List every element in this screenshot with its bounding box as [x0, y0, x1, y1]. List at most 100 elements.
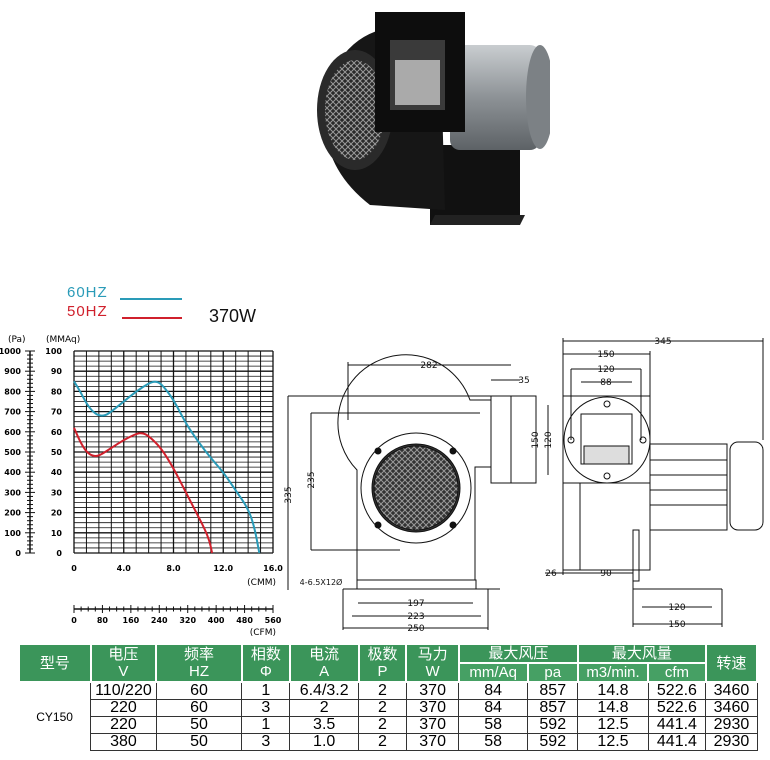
pa-tick-label: 100 [4, 529, 21, 538]
cfm-tick-label: 0 [71, 616, 77, 625]
table-cell: 857 [527, 681, 579, 700]
table-cell: 2930 [705, 733, 758, 751]
pa-tick-label: 400 [4, 468, 21, 477]
header-max-pressure: 最大风压 [457, 643, 579, 664]
header-max-flow: 最大风量 [576, 643, 707, 664]
table-cell: 370 [405, 733, 460, 751]
dim-197: 197 [407, 599, 424, 609]
table-cell: 592 [527, 716, 579, 734]
pa-tick-label: 1000 [0, 347, 21, 356]
header-speed: 转速 [704, 643, 759, 683]
table-cell: 12.5 [577, 716, 649, 734]
pa-axis-label: (Pa) [8, 335, 26, 345]
table-cell: 380 [90, 733, 157, 751]
table-cell: 60 [155, 699, 243, 717]
dim-120-vertical: 120 [544, 431, 554, 448]
cfm-tick-label: 400 [208, 616, 225, 625]
series-line-60hz [73, 380, 261, 554]
x-tick-label: 16.0 [263, 564, 283, 573]
table-cell: 370 [405, 681, 460, 700]
table-cell: 3.5 [289, 716, 360, 734]
dim-120-base: 120 [668, 603, 685, 613]
table-cell: 2 [358, 716, 407, 734]
table-cell: 522.6 [647, 699, 707, 717]
table-cell: 58 [458, 716, 529, 734]
x-tick-label: 0 [71, 564, 77, 573]
table-cell: 3 [241, 733, 291, 751]
cfm-axis-label: (CFM) [250, 628, 276, 638]
table-cell: 1.0 [289, 733, 360, 751]
pa-tick-label: 500 [4, 448, 21, 457]
table-cell: 220 [90, 716, 157, 734]
table-cell: 220 [90, 699, 157, 717]
cfm-tick-label: 560 [265, 616, 282, 625]
table-cell: 14.8 [577, 681, 649, 700]
y-tick-label: 0 [56, 549, 62, 558]
dim-90: 90 [600, 569, 612, 579]
table-cell: 50 [155, 716, 243, 734]
header-pa: pa [526, 662, 579, 683]
y-tick-label: 60 [51, 428, 63, 437]
y-tick-label: 100 [45, 347, 62, 356]
mmaq-axis-label: (MMAq) [46, 335, 80, 345]
table-cell: 58 [458, 733, 529, 751]
x-tick-label: 12.0 [213, 564, 233, 573]
table-cell: 84 [458, 681, 529, 700]
dim-150-base: 150 [668, 620, 685, 630]
mount-holes-label: 4-6.5X12Ø [300, 577, 343, 587]
legend-60hz-label: 60HZ [67, 284, 108, 301]
cfm-tick-label: 80 [97, 616, 109, 625]
dim-88: 88 [600, 378, 612, 388]
x-tick-label: 4.0 [117, 564, 132, 573]
pa-tick-label: 800 [4, 387, 21, 396]
pa-tick-label: 700 [4, 408, 21, 417]
side-view-drawing [545, 338, 764, 627]
cfm-tick-label: 480 [236, 616, 253, 625]
legend-60hz-line [120, 298, 182, 300]
power-rating: 370W [209, 306, 257, 326]
dim-35: 35 [518, 376, 529, 386]
table-cell: 441.4 [647, 733, 707, 751]
pa-tick-label: 900 [4, 367, 21, 376]
performance-chart: 0102030405060708090100010020030040050060… [0, 335, 283, 638]
dim-120-side: 120 [597, 365, 614, 375]
table-cell: 2 [358, 733, 407, 751]
y-tick-label: 20 [51, 509, 63, 518]
table-cell: 14.8 [577, 699, 649, 717]
dim-223: 223 [407, 612, 424, 622]
table-cell: 1 [241, 681, 291, 700]
pa-tick-label: 600 [4, 428, 21, 437]
table-cell: 522.6 [647, 681, 707, 700]
y-tick-label: 70 [51, 408, 63, 417]
y-tick-label: 80 [51, 387, 63, 396]
y-tick-label: 40 [51, 468, 63, 477]
table-cell: 50 [155, 733, 243, 751]
table-cell: 592 [527, 733, 579, 751]
pa-tick-label: 200 [4, 509, 21, 518]
table-cell: 1 [241, 716, 291, 734]
table-cell: 110/220 [90, 681, 157, 700]
cmm-axis-label: (CMM) [247, 578, 276, 588]
dim-282: 282 [420, 361, 437, 371]
table-cell: 2 [358, 681, 407, 700]
model-cell: CY150 [19, 682, 92, 751]
table-cell: 3460 [705, 699, 758, 717]
table-cell: 2 [358, 699, 407, 717]
pa-tick-label: 0 [15, 549, 21, 558]
legend-50hz-label: 50HZ [67, 303, 108, 320]
table-cell: 6.4/3.2 [289, 681, 360, 700]
y-tick-label: 50 [51, 448, 63, 457]
dim-235: 235 [307, 471, 317, 488]
table-cell: 84 [458, 699, 529, 717]
y-tick-label: 10 [51, 529, 63, 538]
legend-50hz-line [122, 317, 182, 319]
table-cell: 2930 [705, 716, 758, 734]
